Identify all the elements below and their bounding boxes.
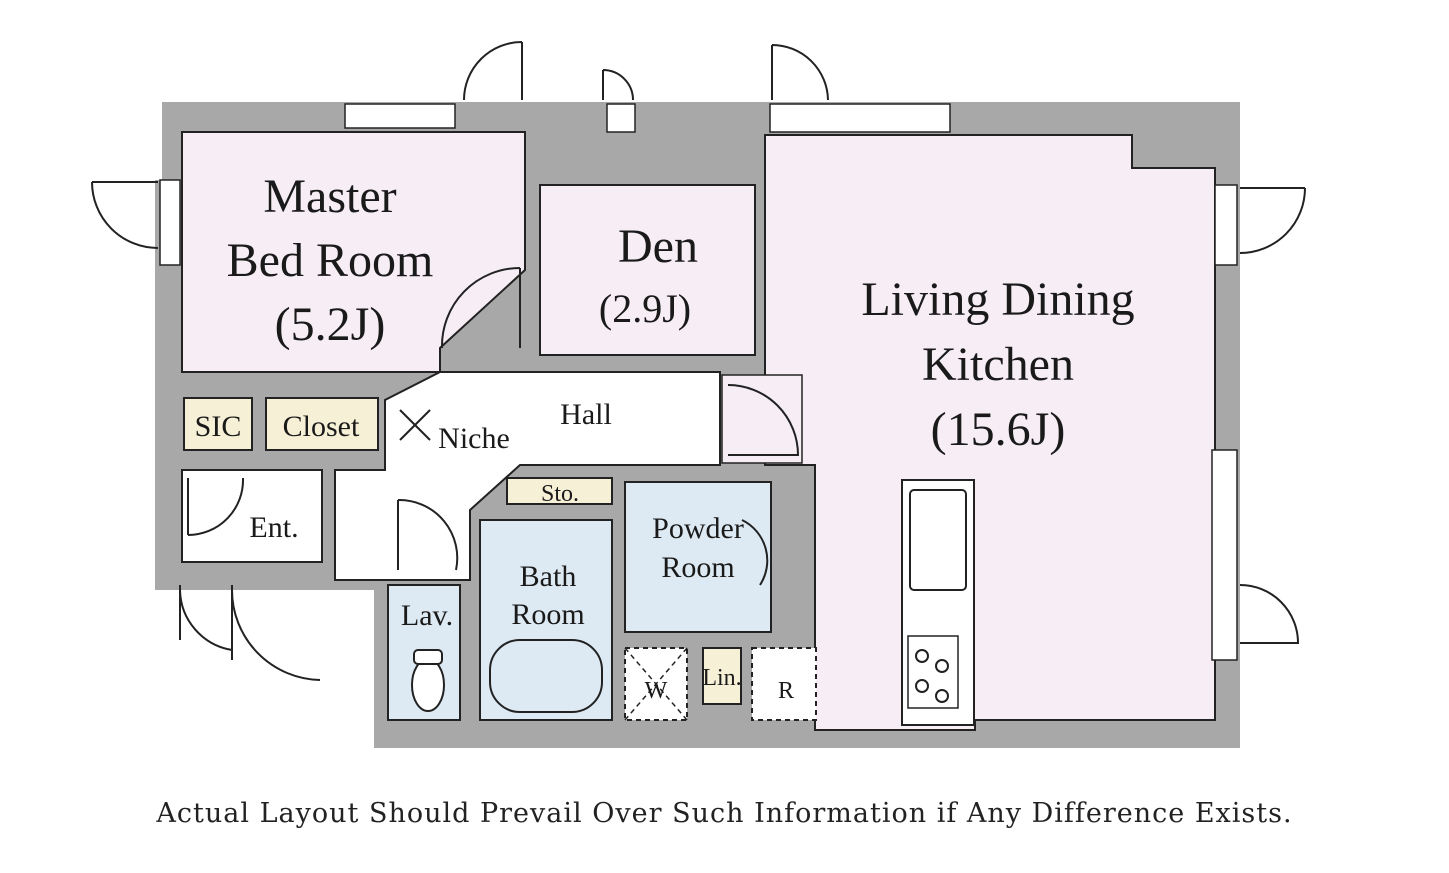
closet-floor bbox=[265, 397, 379, 451]
master-bedroom-floor bbox=[181, 131, 526, 373]
refrigerator-label: R bbox=[778, 678, 794, 704]
master-bedroom-label-line1: Master bbox=[263, 170, 396, 223]
doors bbox=[91, 41, 1306, 681]
powder-room-floor bbox=[624, 481, 772, 633]
powder-room-label-line2: Room bbox=[661, 551, 734, 584]
closet-label: Closet bbox=[283, 410, 360, 443]
bathtub bbox=[489, 639, 603, 713]
washer-label: W bbox=[645, 678, 668, 704]
master-bedroom-label-line2: Bed Room bbox=[227, 234, 434, 287]
refrigerator-space bbox=[751, 647, 817, 721]
stove-icon bbox=[907, 635, 959, 709]
den-size: (2.9J) bbox=[599, 286, 691, 331]
linen-cabinet bbox=[702, 647, 742, 705]
bath-room-label-line2: Room bbox=[511, 598, 584, 631]
den-floor bbox=[539, 184, 756, 356]
entrance-floor bbox=[181, 469, 323, 563]
sic-floor bbox=[183, 397, 253, 451]
niche-mark bbox=[399, 409, 431, 441]
powder-room-label-line1: Powder bbox=[652, 512, 744, 545]
storage-floor bbox=[506, 477, 613, 505]
ldk-label-line2: Kitchen bbox=[922, 338, 1074, 391]
hall-floor bbox=[334, 371, 721, 581]
bath-floor bbox=[479, 519, 613, 721]
bath-room-label-line1: Bath bbox=[520, 560, 577, 593]
linen-label: Lin. bbox=[702, 665, 741, 691]
hall-label: Hall bbox=[560, 398, 612, 431]
entrance-label: Ent. bbox=[249, 511, 298, 544]
den-label: Den bbox=[618, 220, 698, 273]
sic-label: SIC bbox=[195, 410, 242, 443]
toilet-icon bbox=[411, 658, 445, 712]
windows bbox=[159, 103, 1238, 661]
storage-label: Sto. bbox=[541, 481, 579, 507]
ldk-size: (15.6J) bbox=[931, 403, 1066, 456]
stove-burners bbox=[915, 649, 949, 703]
master-bedroom-size: (5.2J) bbox=[275, 298, 386, 351]
hall-door-area bbox=[721, 374, 803, 464]
lavatory-label: Lav. bbox=[401, 599, 453, 632]
niche-label: Niche bbox=[438, 422, 510, 455]
kitchen-sink bbox=[909, 489, 967, 591]
ldk-label-line1: Living Dining bbox=[861, 273, 1134, 326]
floor-plan: Master Bed Room (5.2J) Den (2.9J) Living… bbox=[91, 41, 1306, 748]
disclaimer-text: Actual Layout Should Prevail Over Such I… bbox=[156, 798, 1293, 829]
